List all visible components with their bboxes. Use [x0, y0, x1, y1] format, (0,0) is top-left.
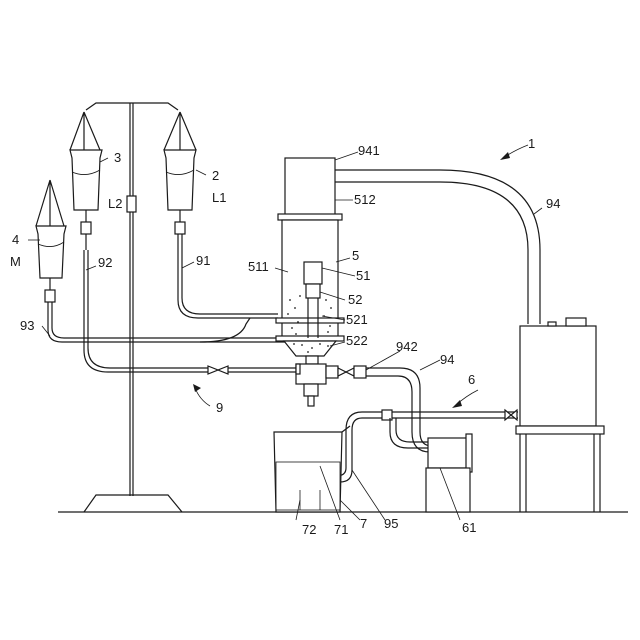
label-512: 512: [354, 192, 376, 207]
label-511: 511: [248, 259, 269, 274]
label-52: 52: [348, 292, 362, 307]
label-51: 51: [356, 268, 370, 283]
label-95: 95: [384, 516, 398, 531]
label-2: 2: [212, 168, 219, 183]
label-94-lower: 94: [440, 352, 454, 367]
label-941: 941: [358, 143, 380, 158]
label-521: 521: [346, 312, 368, 327]
label-91: 91: [196, 253, 210, 268]
label-72: 72: [302, 522, 316, 537]
bag-4: [36, 180, 66, 302]
valve-block: [296, 364, 338, 406]
reservoir-tank: [516, 318, 604, 512]
label-1: 1: [528, 136, 535, 151]
label-522: 522: [346, 333, 368, 348]
label-4: 4: [12, 232, 19, 247]
reactor-column: [276, 158, 344, 364]
pump: [390, 418, 472, 512]
label-L2: L2: [108, 196, 122, 211]
label-61: 61: [462, 520, 476, 535]
label-3: 3: [114, 150, 121, 165]
label-5: 5: [352, 248, 359, 263]
tube-95: [340, 418, 362, 492]
label-9: 9: [216, 400, 223, 415]
label-71: 71: [334, 522, 348, 537]
label-L1: L1: [212, 190, 226, 205]
tube-94-lower: [366, 368, 432, 446]
label-92: 92: [98, 255, 112, 270]
collection-tank: [274, 426, 350, 512]
bag-3: [70, 112, 102, 250]
label-7: 7: [360, 516, 367, 531]
label-93: 93: [20, 318, 34, 333]
label-942: 942: [396, 339, 418, 354]
label-M: M: [10, 254, 21, 269]
tube-93: [48, 302, 300, 342]
tube-91: [178, 234, 278, 318]
bag-2: [164, 112, 196, 234]
label-94-upper: 94: [546, 196, 560, 211]
label-6: 6: [468, 372, 475, 387]
